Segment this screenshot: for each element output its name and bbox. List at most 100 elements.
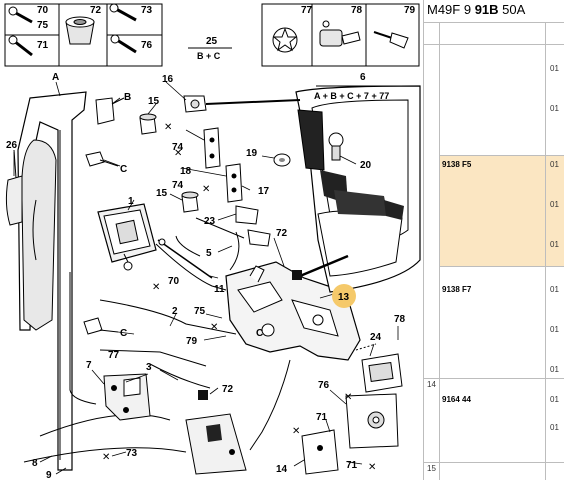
diagram-code-header: M49F 9 91B 50A bbox=[424, 0, 564, 23]
latch-assembly bbox=[345, 393, 399, 449]
part-reference-9138-f7[interactable]: 9138 F7 bbox=[442, 285, 472, 294]
callout-1: 1 bbox=[128, 196, 134, 207]
callout-23: 23 bbox=[204, 216, 216, 227]
callout-14: 14 bbox=[276, 464, 288, 475]
plug-part-15 bbox=[139, 113, 157, 135]
callout-6-formula: A + B + C + 7 + 77 bbox=[314, 91, 389, 101]
x-marker-icon: ✕ bbox=[368, 462, 376, 473]
x-marker-icon: ✕ bbox=[210, 322, 218, 333]
callout-16: 16 bbox=[162, 74, 174, 85]
row-qty: 01 bbox=[550, 104, 559, 113]
legend-label-70: 70 bbox=[37, 5, 49, 16]
torque-marker-icons: ✕ ✕ ✕ ✕ ✕ ✕ ✕ ✕ ✕ bbox=[102, 122, 376, 473]
callout-5: 5 bbox=[206, 248, 212, 259]
callout-a: A bbox=[52, 72, 59, 83]
callout-79: 79 bbox=[186, 336, 198, 347]
table-column-rule bbox=[545, 22, 546, 480]
callout-17: 17 bbox=[258, 186, 270, 197]
part-reference-9164-44[interactable]: 9164 44 bbox=[442, 395, 471, 404]
actuator-part-24 bbox=[355, 343, 403, 393]
screw-icon bbox=[110, 34, 137, 54]
highlight-marker bbox=[332, 284, 356, 308]
callout-11: 11 bbox=[214, 284, 225, 295]
diagram-code-suffix: 50A bbox=[498, 2, 526, 17]
highlighted-row-background bbox=[439, 155, 564, 266]
callout-b: B bbox=[124, 92, 131, 103]
grommet-part-19 bbox=[273, 153, 291, 167]
callout-20: 20 bbox=[360, 160, 372, 171]
callout-24: 24 bbox=[370, 332, 382, 343]
callout-72: 72 bbox=[276, 228, 288, 239]
callout-15: 15 bbox=[148, 96, 160, 107]
x-marker-icon: ✕ bbox=[102, 452, 110, 463]
screw-icon bbox=[109, 3, 137, 22]
x-marker-icon: ✕ bbox=[344, 392, 352, 403]
hinge-bracket-part-74 bbox=[203, 127, 221, 169]
legend-label-76: 76 bbox=[141, 40, 153, 51]
control-unit-part-1 bbox=[97, 203, 157, 271]
part-callouts: A B C C 26 16 15 74 19 18 74 15 17 1 23 … bbox=[6, 72, 418, 480]
callout-19: 19 bbox=[246, 148, 258, 159]
legend-label-77: 77 bbox=[301, 5, 313, 16]
plug-part-15 bbox=[181, 191, 199, 213]
assembly-group-25: 25 B + C bbox=[188, 36, 232, 61]
hinge-bracket-part-18 bbox=[225, 163, 243, 203]
row-qty: 01 bbox=[550, 285, 559, 294]
clip-part-c bbox=[85, 151, 119, 167]
row-qty: 01 bbox=[550, 325, 559, 334]
x-marker-icon: ✕ bbox=[164, 122, 172, 133]
row-qty: 01 bbox=[550, 240, 559, 249]
leader-lines bbox=[13, 81, 399, 475]
x-marker-icon: ✕ bbox=[152, 282, 160, 293]
row-divider bbox=[439, 266, 564, 267]
part-reference-9138-f5[interactable]: 9138 F5 bbox=[442, 160, 472, 169]
callout-76: 76 bbox=[318, 380, 330, 391]
screw-icon bbox=[8, 35, 33, 57]
x-marker-icon: ✕ bbox=[202, 184, 210, 195]
callout-71: 71 bbox=[316, 412, 328, 423]
callout-13: 13 bbox=[338, 292, 350, 303]
hinge-part-7 bbox=[103, 373, 151, 421]
clip-part-c bbox=[83, 317, 119, 335]
cover-part-b bbox=[95, 97, 125, 125]
callout-75: 75 bbox=[194, 306, 206, 317]
legend-label-79: 79 bbox=[404, 5, 416, 16]
rod-part-5 bbox=[157, 238, 213, 279]
row-qty: 01 bbox=[550, 365, 559, 374]
x-marker-icon: ✕ bbox=[292, 426, 300, 437]
row-qty: 01 bbox=[550, 64, 559, 73]
callout-3: 3 bbox=[146, 362, 152, 373]
door-pillar-part-a bbox=[17, 91, 87, 471]
pop-rivet-icon bbox=[373, 31, 409, 49]
callout-7: 7 bbox=[86, 360, 92, 371]
screw-icon bbox=[8, 6, 33, 24]
callout-15: 15 bbox=[156, 188, 168, 199]
row-index: 14 bbox=[427, 380, 436, 389]
callout-6: 6 bbox=[360, 72, 366, 83]
table-rule bbox=[424, 44, 564, 45]
fastener-part-72 bbox=[292, 270, 302, 280]
callout-72: 72 bbox=[222, 384, 234, 395]
callout-18: 18 bbox=[180, 166, 192, 177]
diagram-code-bold: 91B bbox=[474, 2, 499, 17]
legend-label-72: 72 bbox=[90, 5, 102, 16]
pin-part-16 bbox=[183, 95, 301, 113]
legend-label-73: 73 bbox=[141, 5, 153, 16]
wire-clip-icon bbox=[319, 20, 361, 47]
door-lock-exploded-diagram: 70 75 71 72 73 76 25 B + C 77 78 79 bbox=[4, 3, 421, 480]
diagram-code: M49F 9 91B 50A bbox=[427, 2, 525, 17]
callout-73: 73 bbox=[126, 448, 138, 459]
table-column-rule bbox=[439, 22, 440, 480]
callout-8: 8 bbox=[32, 458, 38, 469]
striker-part-14 bbox=[301, 429, 339, 475]
star-clip-icon bbox=[272, 27, 298, 53]
callout-c: C bbox=[256, 328, 263, 339]
legend-label-71: 71 bbox=[37, 40, 49, 51]
row-divider bbox=[424, 378, 564, 379]
callout-9: 9 bbox=[46, 470, 52, 480]
parts-reference-panel: M49F 9 91B 50A 01 01 9138 F5 01 01 01 91… bbox=[423, 0, 564, 480]
legend-label-75: 75 bbox=[37, 20, 49, 31]
row-qty: 01 bbox=[550, 200, 559, 209]
x-marker-icon: ✕ bbox=[174, 148, 182, 159]
